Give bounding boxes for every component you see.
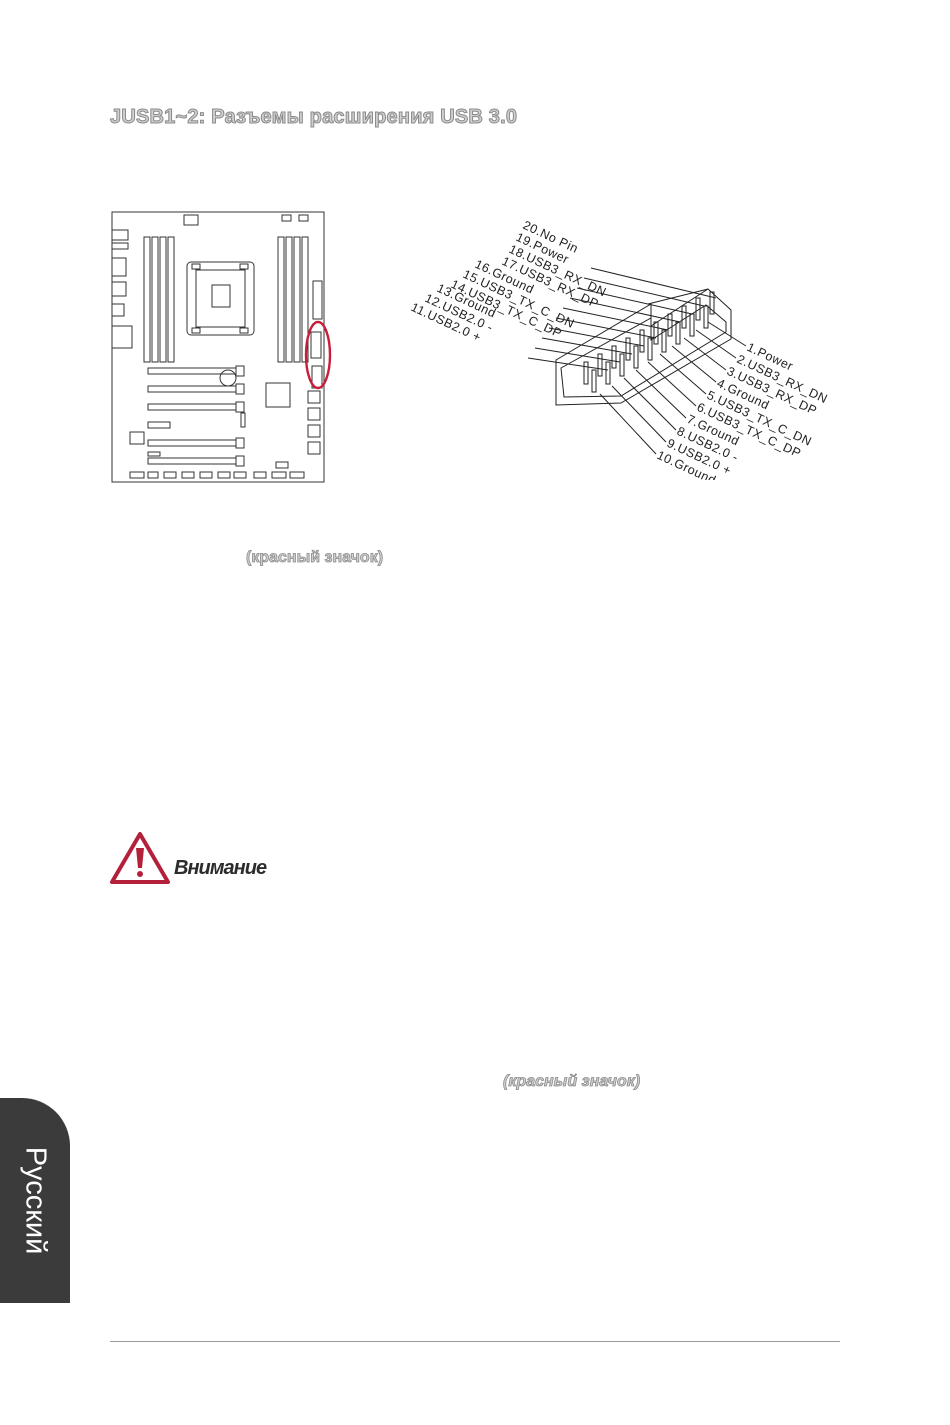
language-tab-label: Русский [19, 1146, 52, 1255]
red-icon-note-2: (красный значок) [503, 1073, 641, 1091]
red-icon-note-1: (красный значок) [246, 549, 384, 567]
language-side-tab [0, 1098, 70, 1303]
warning-label: Внимание [174, 857, 267, 879]
motherboard-diagram [111, 211, 332, 483]
usb3-connector-pinout: 20.No Pin 19.Power 18.USB3_RX_DN 17.USB3… [409, 218, 830, 480]
usb-header-highlight [304, 320, 332, 390]
warning-triangle-icon [110, 832, 170, 884]
section-heading: JUSB1~2: Разъемы расширения USB 3.0 [109, 106, 518, 129]
footer-divider [110, 1341, 840, 1342]
language-tab-label-wrap: Русский [0, 1098, 70, 1303]
